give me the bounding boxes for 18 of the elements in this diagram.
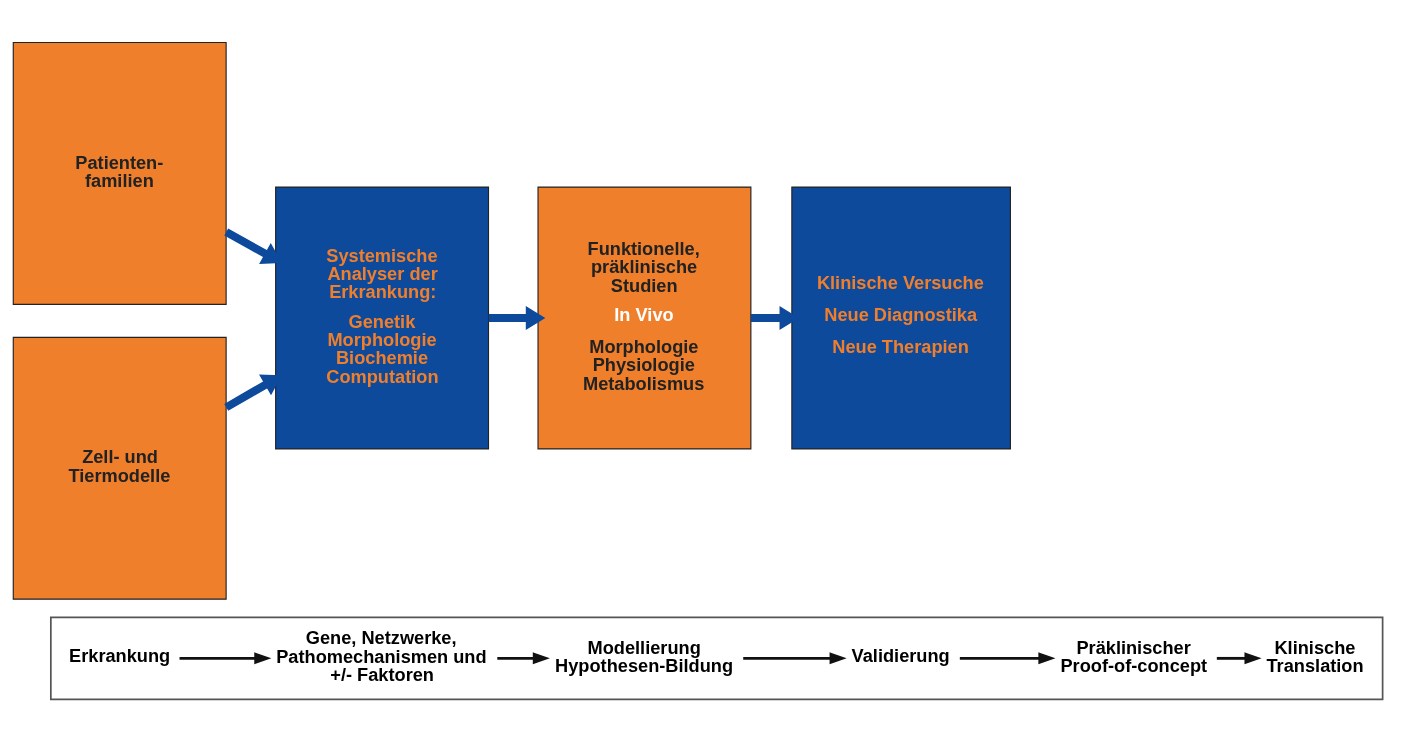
arrow — [488, 306, 546, 330]
cluster — [49, 616, 1384, 701]
arrow — [497, 652, 550, 665]
node-box: Patienten- familien — [12, 42, 227, 305]
arrow — [959, 652, 1056, 665]
node-text: Präklinischer Proof-of-concept — [1060, 637, 1208, 676]
node-box: Funktionelle, präklinische Studien In Vivo Morphologie Physiologie Metabolismus — [537, 186, 752, 450]
node-text: Erkrankung — [69, 645, 171, 666]
arrow — [179, 652, 272, 665]
node-text: Klinische Translation — [1266, 637, 1364, 676]
node-box: Systemische Analyser der Erkrankung: Genetik Morphologie Biochemie Computation — [275, 186, 490, 450]
node-text: Validierung — [851, 645, 950, 666]
arrow — [1216, 652, 1262, 665]
arrow — [743, 652, 847, 665]
node-text: Gene, Netzwerke, Pathomechanismen und +/- Faktoren — [276, 628, 487, 685]
node-box: Zell- und Tiermodelle — [12, 336, 227, 600]
node-box: Klinische Versuche Neue Diagnostika Neue Therapien — [791, 186, 1011, 450]
node-text: Modellierung Hypothesen-Bildung — [555, 637, 734, 676]
